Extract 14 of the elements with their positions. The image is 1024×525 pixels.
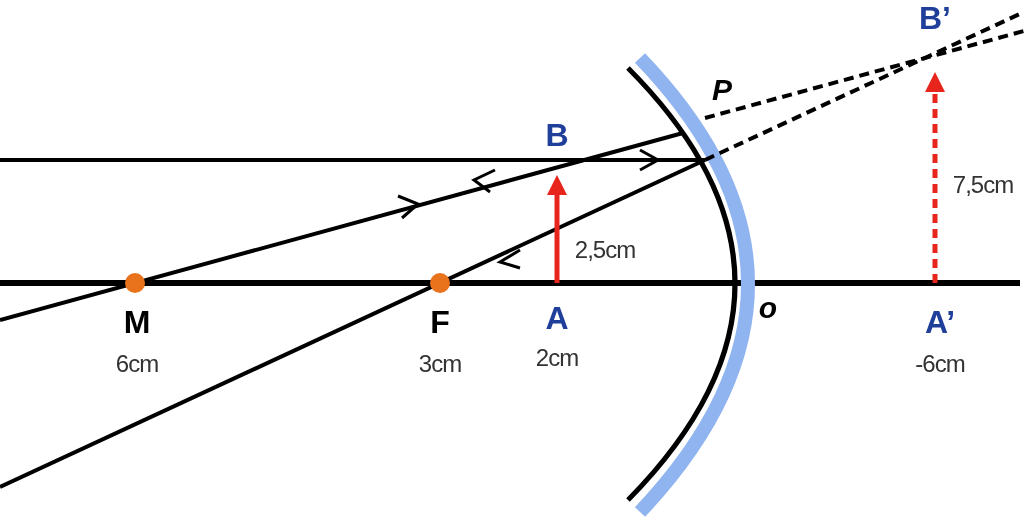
point-label: A’ bbox=[924, 306, 956, 338]
point-label: P bbox=[712, 75, 732, 105]
point-label: o bbox=[758, 293, 778, 323]
point-label: B’ bbox=[919, 2, 951, 34]
point-label: A bbox=[545, 302, 569, 334]
measurement-label: 2cm bbox=[535, 346, 579, 370]
point-label: M bbox=[123, 306, 151, 338]
measurement-label: -6cm bbox=[915, 352, 965, 376]
point-label: B bbox=[545, 119, 569, 151]
measurement-label: 2,5cm bbox=[574, 238, 636, 262]
measurement-label: 7,5cm bbox=[952, 173, 1014, 197]
point-label: F bbox=[430, 306, 450, 338]
measurement-label: 3cm bbox=[418, 352, 462, 376]
measurement-label: 6cm bbox=[115, 352, 159, 376]
